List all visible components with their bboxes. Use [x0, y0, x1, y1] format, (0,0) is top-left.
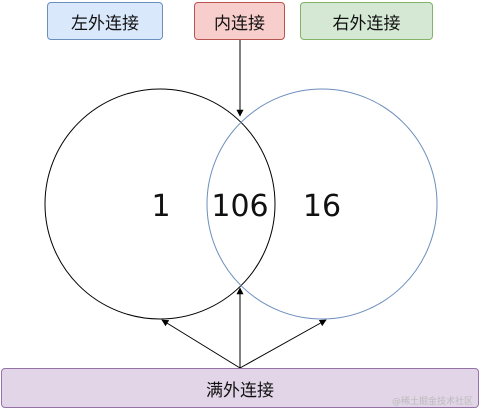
right-join-label: 右外连接: [300, 2, 433, 40]
left-only-count: 1: [151, 189, 170, 224]
left-table-circle: [44, 88, 276, 320]
watermark: @稀土掘金技术社区: [391, 397, 473, 407]
full-join-arrow-right: [239, 319, 327, 369]
full-join-label: 满外连接: [1, 368, 479, 408]
full-join-arrow-left: [161, 319, 241, 369]
right-table-circle: [206, 88, 438, 320]
intersection-count: 106: [211, 189, 268, 224]
inner-join-label: 内连接: [194, 2, 285, 40]
left-join-label: 左外连接: [47, 2, 163, 40]
right-only-count: 16: [303, 189, 341, 224]
